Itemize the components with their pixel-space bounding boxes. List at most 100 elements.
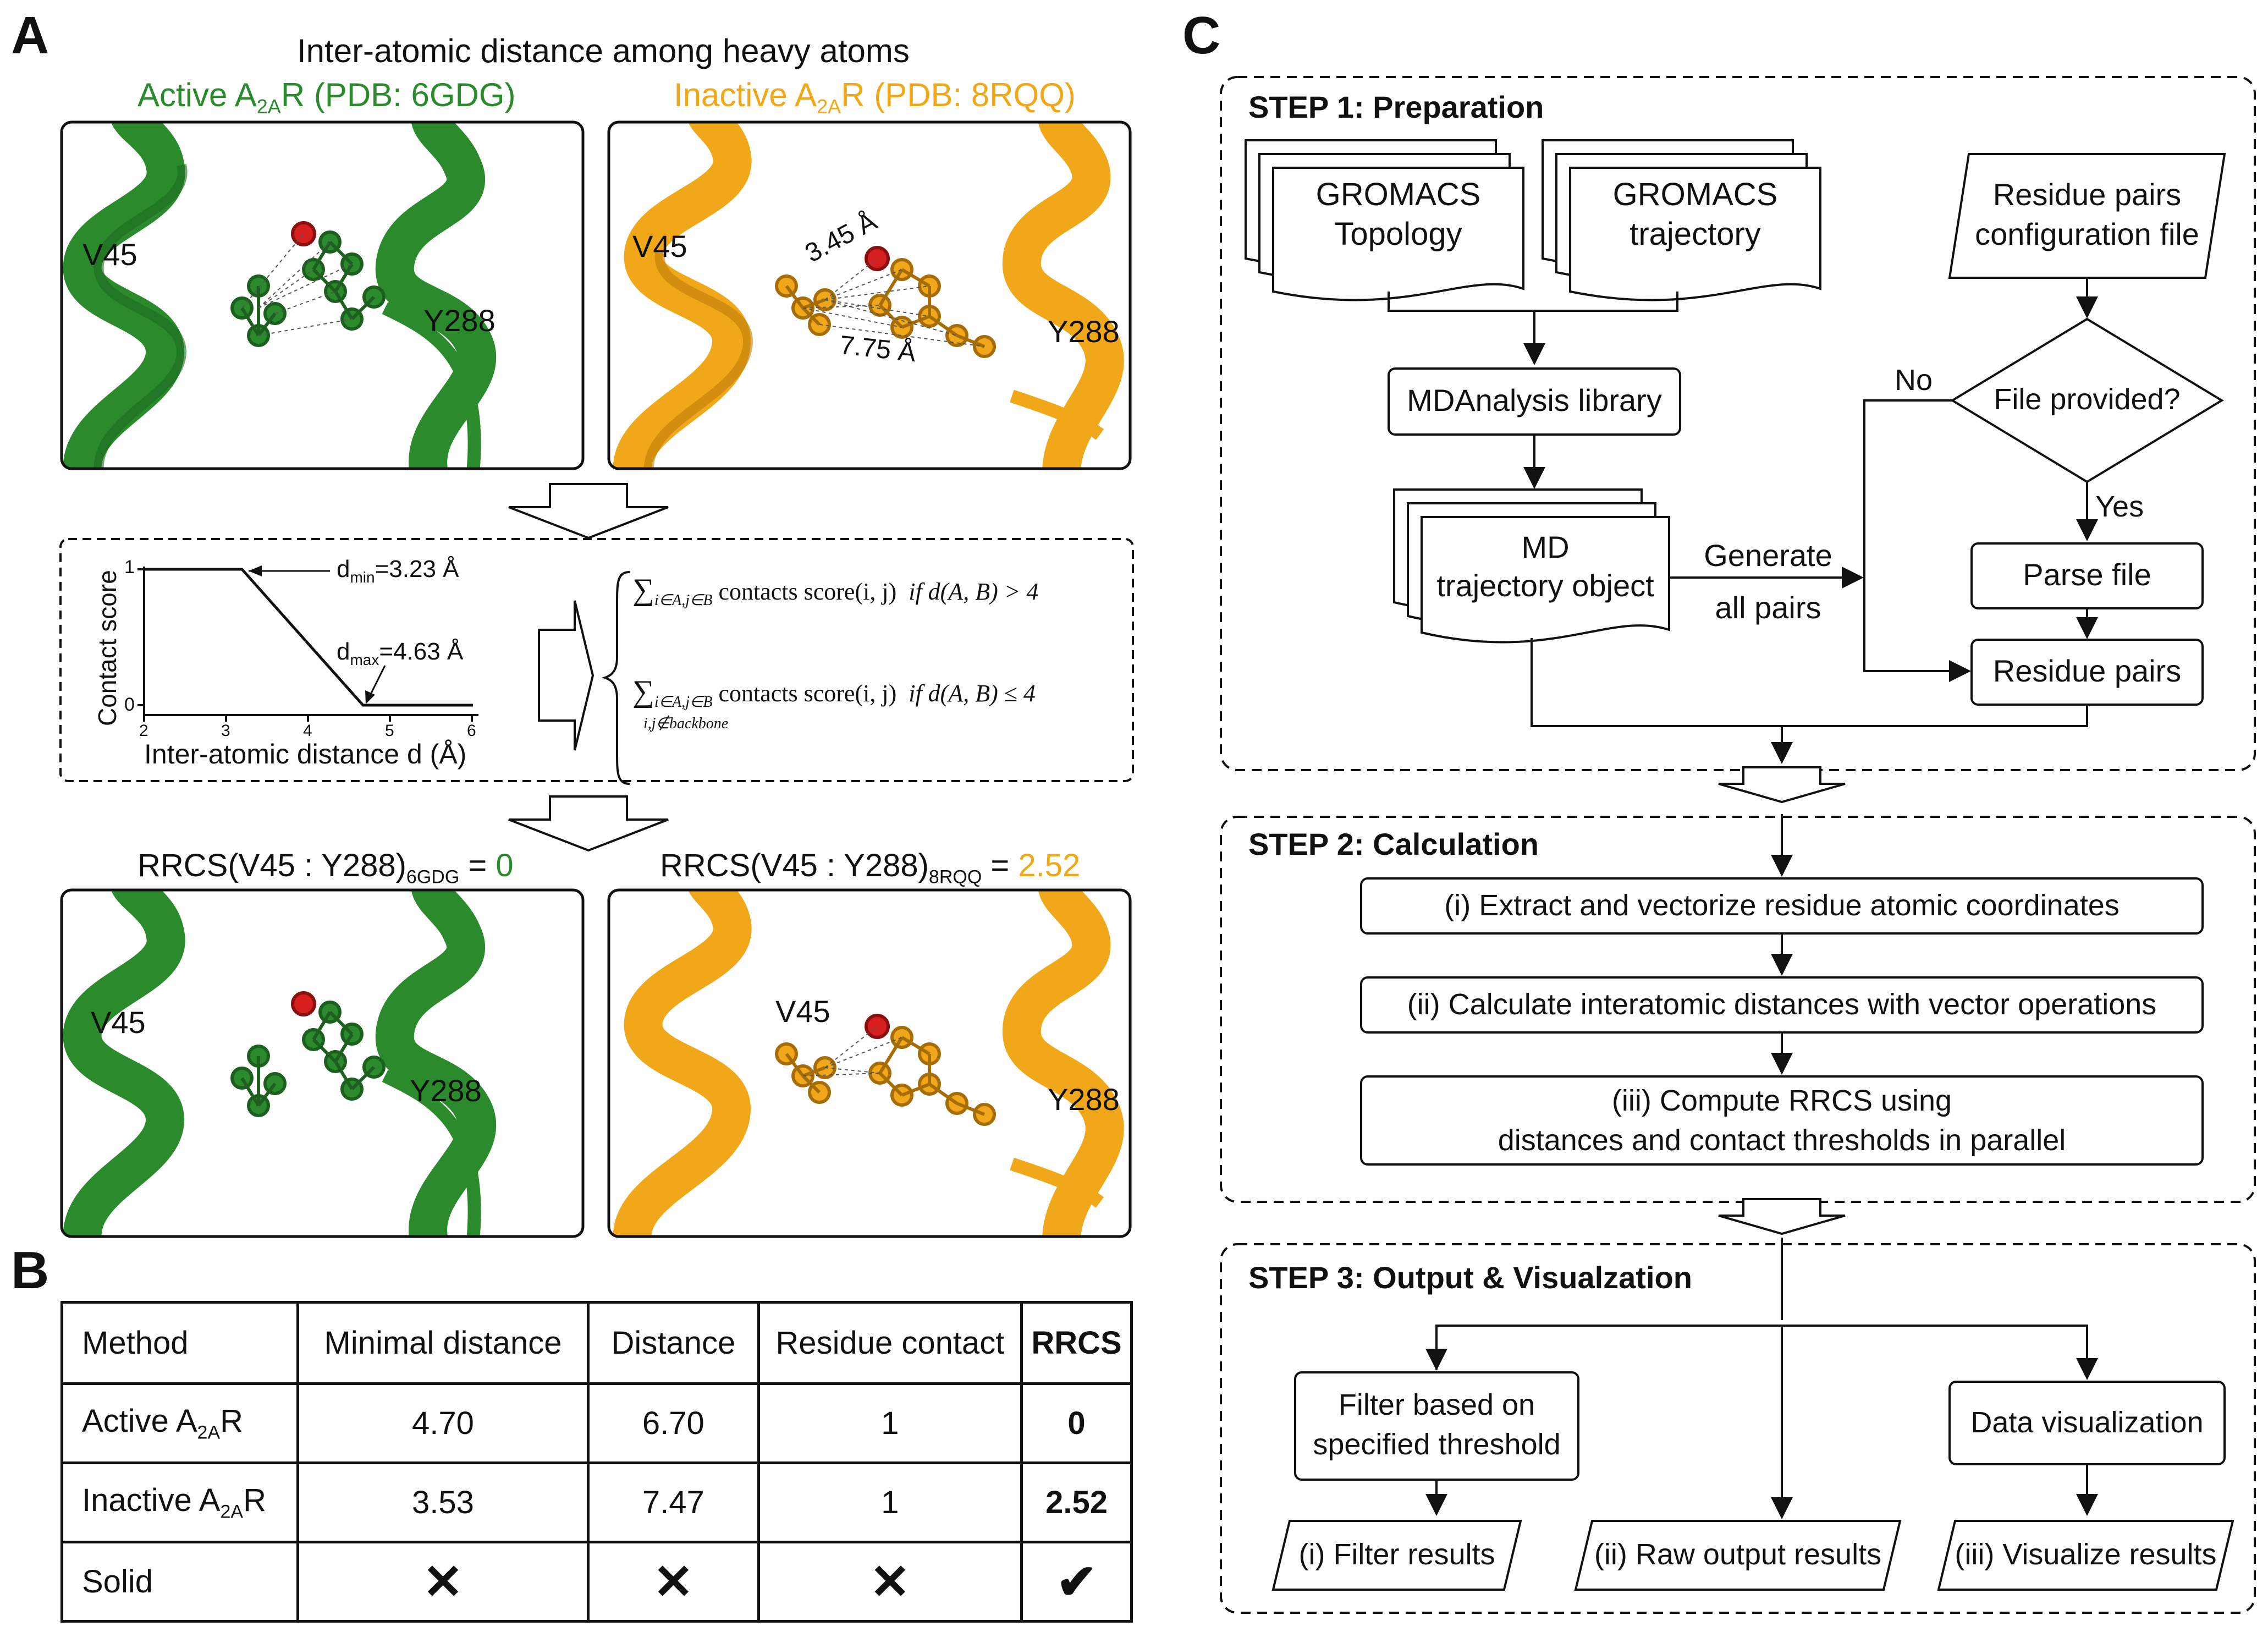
y288-label-inactive-bottom: Y288 (1048, 1082, 1120, 1117)
out1-shape (1271, 1520, 1522, 1591)
cell-active-distance: 6.70 (587, 1382, 760, 1464)
method-comparison-table: Method Minimal distance Distance Residue… (60, 1301, 1133, 1623)
xtick-5: 5 (385, 722, 394, 740)
xtick-4: 4 (303, 722, 312, 740)
topology-doc (1272, 167, 1524, 301)
parse-label: Parse file (2023, 557, 2151, 592)
calc1-label: (i) Extract and vectorize residue atomic… (1444, 889, 2120, 922)
cell-active-minimal: 4.70 (296, 1382, 590, 1464)
header-distance: Distance (587, 1301, 760, 1385)
out3-label: (iii) Visualize results (1955, 1538, 2217, 1571)
residue-pairs-label: Residue pairs (1992, 653, 2182, 688)
xtick-3: 3 (221, 722, 230, 740)
cell-inactive-distance: 7.47 (587, 1461, 760, 1543)
md-object-doc (1421, 516, 1670, 644)
v45-label-inactive-top: V45 (632, 229, 687, 263)
cell-active-rrcs: 0 (1020, 1382, 1133, 1464)
header-rrcs: RRCS (1020, 1301, 1133, 1385)
v45-sidechain-active-top (230, 274, 287, 347)
decision-label: File provided? (1994, 383, 2181, 416)
cross-icon: ✕ (757, 1541, 1023, 1623)
panel-letter-c: C (1182, 6, 1221, 65)
panel-a-structures (59, 120, 1134, 1238)
out3-shape (1937, 1520, 2234, 1591)
check-icon: ✔ (1020, 1541, 1133, 1623)
out1-label: (i) Filter results (1298, 1538, 1495, 1571)
row-label-active: Active A2AR (60, 1382, 299, 1464)
cell-inactive-rrcs: 2.52 (1020, 1461, 1133, 1543)
cell-inactive-minimal: 3.53 (296, 1461, 590, 1543)
cross-icon: ✕ (587, 1541, 760, 1623)
mdanalysis-label: MDAnalysis library (1407, 383, 1662, 417)
calc2-label: (ii) Calculate interatomic distances wit… (1407, 988, 2157, 1021)
rrcs-active-title: RRCS(V45 : Y288)6GDG = 0 (137, 848, 514, 888)
ytick-0: 0 (124, 694, 135, 715)
inactive-structure-top (613, 122, 1124, 469)
cross-icon: ✕ (296, 1541, 590, 1623)
right-arrow (538, 600, 594, 751)
table-row: Active A2AR 4.70 6.70 1 0 (60, 1382, 1133, 1464)
table-row: Inactive A2AR 3.53 7.47 1 2.52 (60, 1461, 1133, 1543)
step2-title: STEP 2: Calculation (1248, 827, 1539, 861)
v45-label-inactive-bottom: V45 (775, 994, 830, 1029)
panel-a-title: Inter-atomic distance among heavy atoms (297, 32, 910, 69)
row-label-inactive: Inactive A2AR (60, 1461, 299, 1543)
yes-label: Yes (2095, 490, 2144, 523)
inactive-structure-label: Inactive A2AR (PDB: 8RQQ) (674, 76, 1076, 118)
dmin-label: dmin=3.23 Å (337, 556, 459, 586)
step2-box (1220, 816, 2256, 1203)
table-row: Solid ✕ ✕ ✕ ✔ (60, 1541, 1133, 1623)
out2-label: (ii) Raw output results (1594, 1538, 1882, 1571)
panel-letter-b: B (11, 1241, 49, 1300)
formula-backbone-sub: i,j∉backbone (643, 715, 729, 732)
calc3-box (1360, 1075, 2204, 1166)
formula-line-1: ∑i∈A,j∈B contacts score(i, j) if d(A, B)… (632, 573, 1039, 609)
down-arrow-1 (508, 483, 669, 540)
header-residue-contact: Residue contact (757, 1301, 1023, 1385)
active-structure-bottom (63, 890, 497, 1237)
y288-label-active-bottom: Y288 (410, 1073, 482, 1108)
cell-inactive-contact: 1 (757, 1461, 1023, 1543)
dmax-label: dmax=4.63 Å (337, 638, 464, 668)
row-label-solid: Solid (60, 1541, 299, 1623)
xtick-2: 2 (139, 722, 148, 740)
step1-title: STEP 1: Preparation (1248, 90, 1544, 124)
contact-score-box (59, 538, 1134, 782)
xtick-6: 6 (467, 722, 476, 740)
ytick-1: 1 (124, 557, 135, 578)
y288-label-active-top: Y288 (423, 303, 496, 338)
header-method: Method (60, 1301, 299, 1385)
step1-box (1220, 76, 2256, 771)
v45-label-active-top: V45 (82, 237, 137, 272)
step3-box (1220, 1243, 2256, 1614)
active-structure-label: Active A2AR (PDB: 6GDG) (137, 76, 516, 118)
formula-brace (601, 571, 630, 785)
step3-title: STEP 3: Output & Visualzation (1248, 1260, 1692, 1295)
header-minimal-distance: Minimal distance (296, 1301, 590, 1385)
v45-label-active-bottom: V45 (91, 1005, 146, 1040)
cell-active-contact: 1 (757, 1382, 1023, 1464)
formula-line-2: ∑i∈A,j∈B contacts score(i, j) if d(A, B)… (632, 674, 1036, 711)
contact-score-plot (137, 565, 478, 722)
dataviz-label: Data visualization (1970, 1406, 2204, 1439)
step-arrow-2 (1718, 1198, 1846, 1235)
y288-label-inactive-top: Y288 (1048, 314, 1120, 349)
down-arrow-2 (508, 795, 669, 852)
no-label: No (1895, 364, 1933, 397)
panel-letter-a: A (11, 6, 49, 65)
active-structure-top (63, 122, 497, 469)
step-arrow-1 (1718, 766, 1846, 804)
out2-shape (1574, 1520, 1902, 1591)
trajectory-doc (1569, 167, 1821, 301)
rrcs-inactive-title: RRCS(V45 : Y288)8RQQ = 2.52 (660, 848, 1081, 888)
distance-xlabel: Inter-atomic distance d (Å) (144, 739, 467, 770)
config-parallelogram (1948, 153, 2226, 279)
